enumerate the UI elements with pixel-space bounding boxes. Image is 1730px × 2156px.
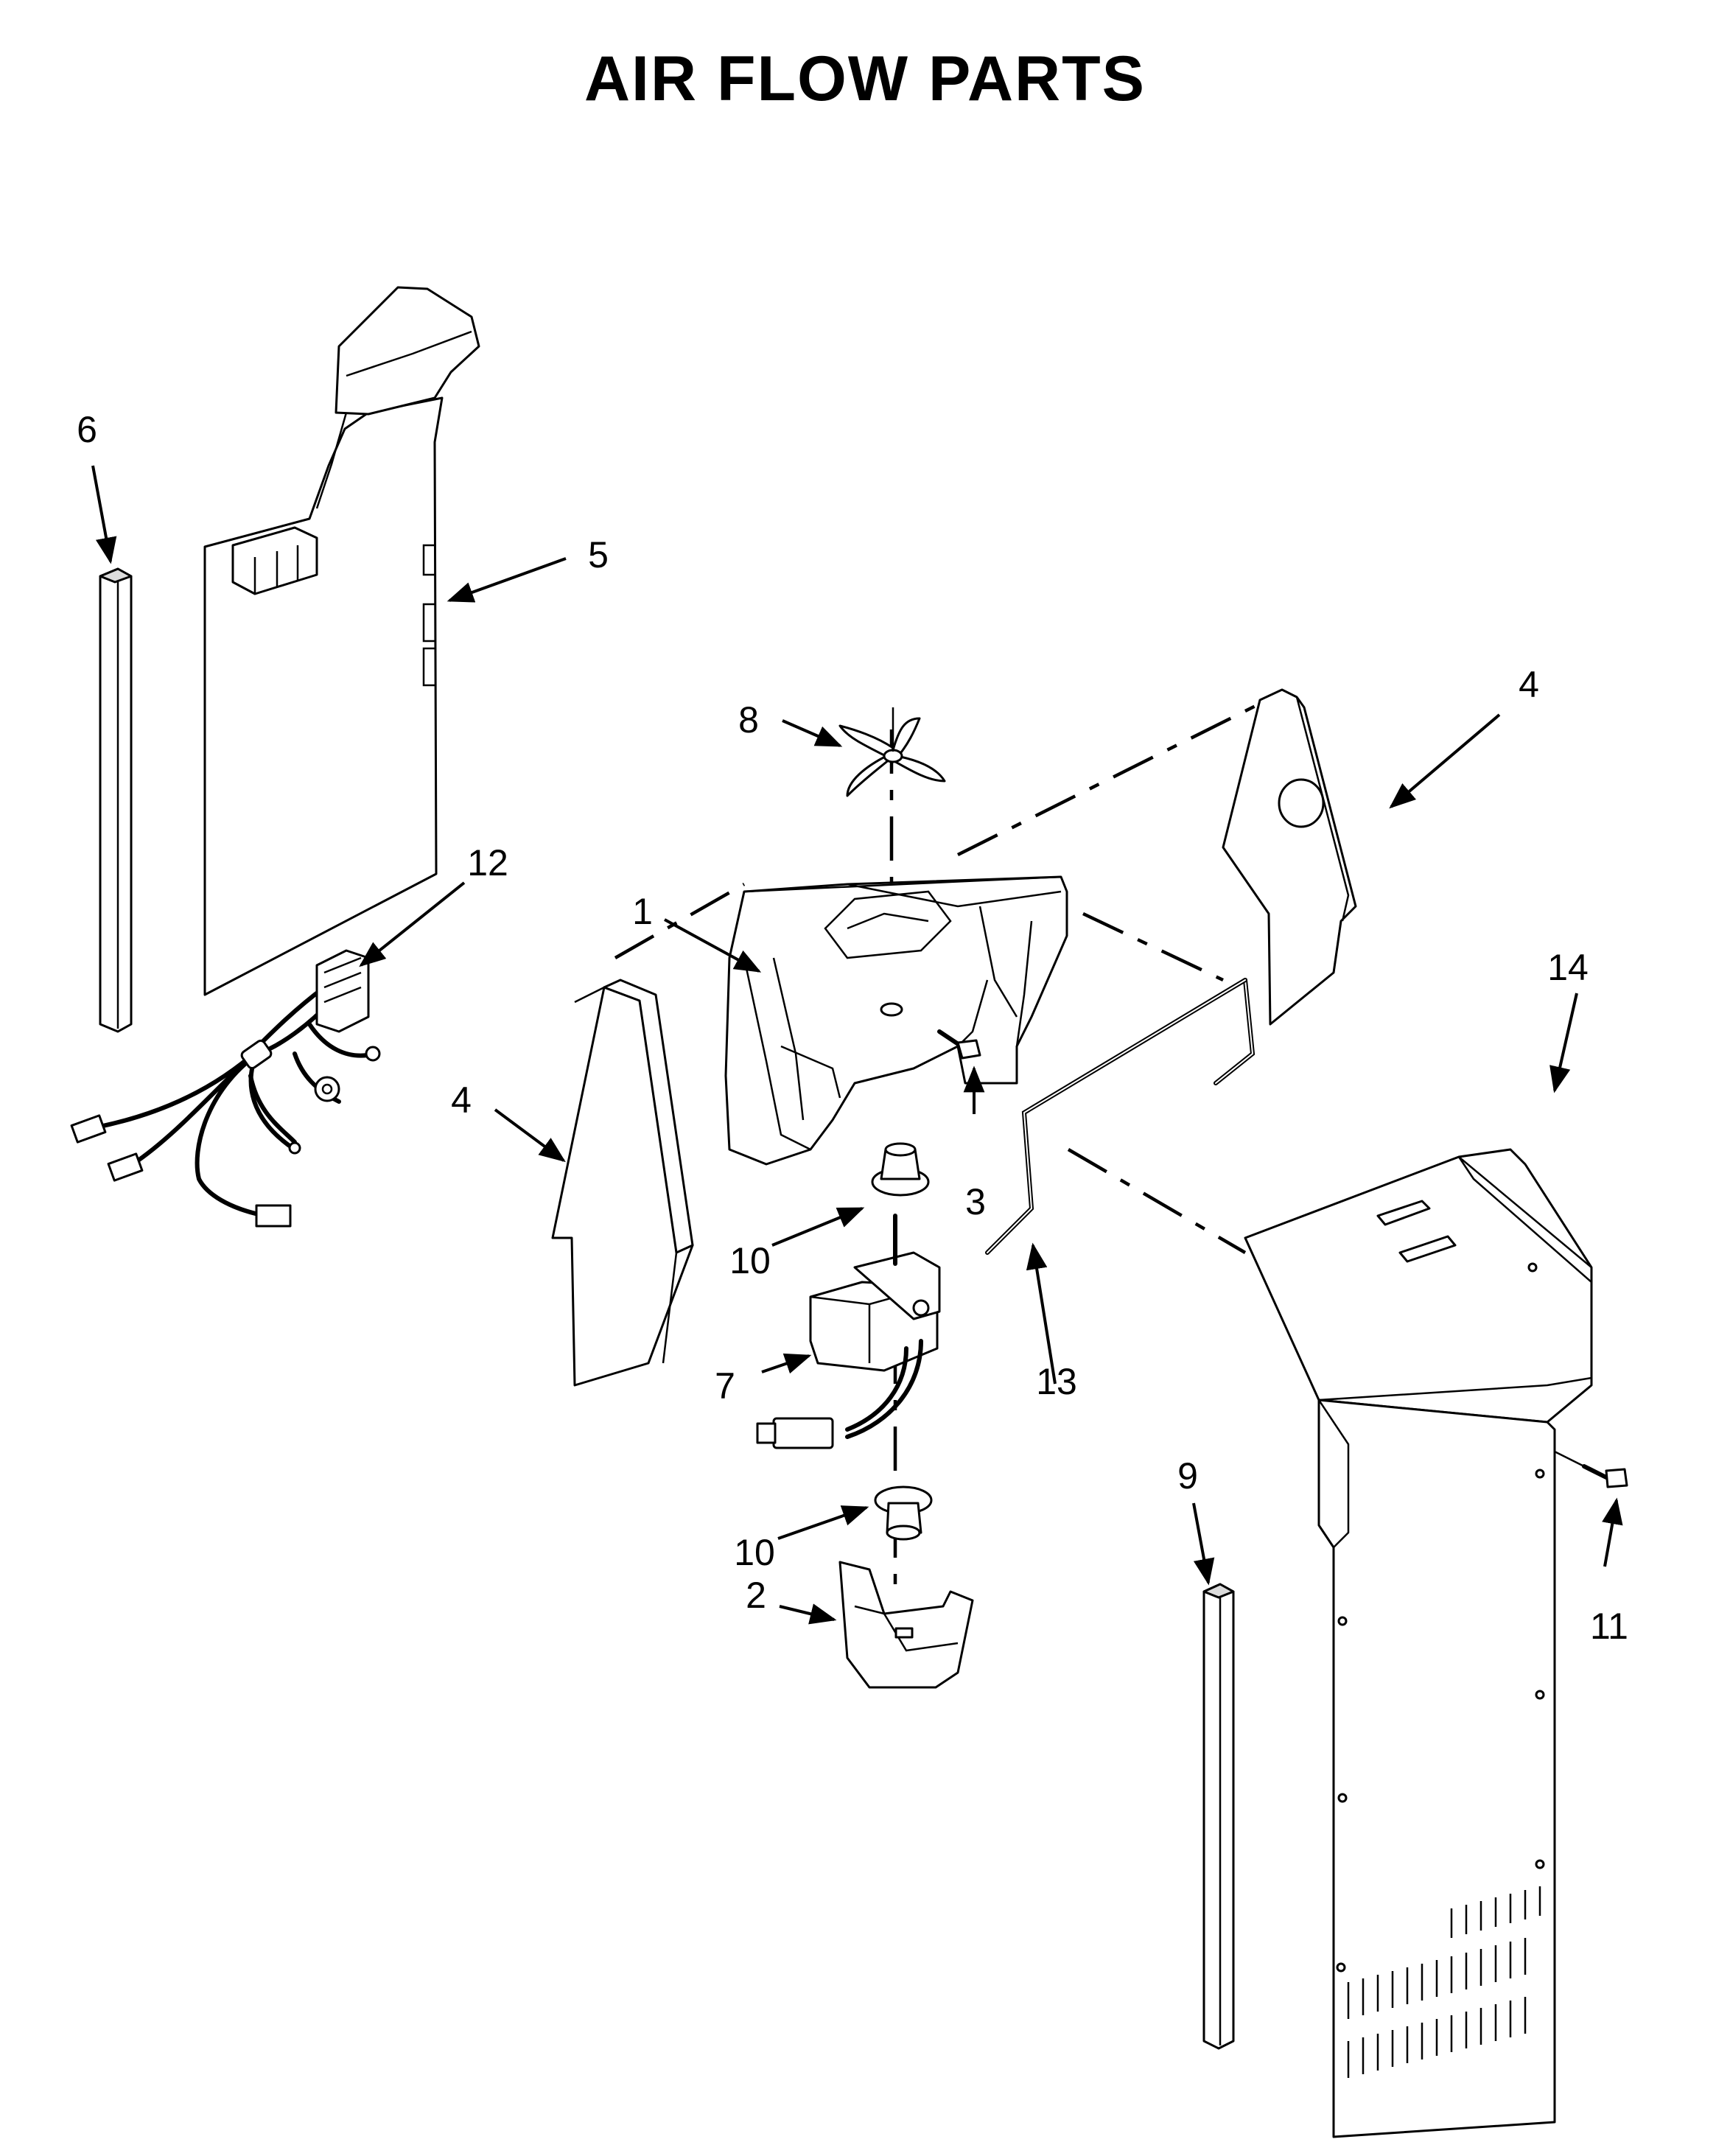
callout-10-lower: 10 — [734, 1532, 775, 1573]
callout-6: 6 — [77, 409, 97, 450]
part-6-gasket-strip — [99, 567, 133, 1033]
callout-8: 8 — [738, 699, 759, 741]
callout-10-upper: 10 — [729, 1240, 771, 1281]
part-7-fan-motor — [756, 1214, 941, 1449]
callout-1: 1 — [632, 891, 653, 932]
page-title: AIR FLOW PARTS — [584, 43, 1146, 114]
callout-7: 7 — [715, 1365, 735, 1407]
callout-3: 3 — [965, 1181, 986, 1222]
callout-4-right: 4 — [1519, 664, 1539, 705]
part-5-cover-panel — [203, 286, 480, 996]
callout-11: 11 — [1590, 1606, 1628, 1647]
callout-labels: 6 5 12 8 4 1 14 4 3 10 7 13 9 10 2 11 — [77, 409, 1628, 1647]
part-11-screw — [1554, 1450, 1628, 1488]
part-2-motor-bracket — [838, 1561, 974, 1689]
part-14-evaporator-cover — [1244, 1148, 1593, 2138]
assembly-lines — [614, 698, 1269, 1592]
part-4-baffle-right — [1222, 688, 1357, 1026]
callout-2: 2 — [746, 1575, 766, 1616]
callout-4-left: 4 — [451, 1079, 472, 1121]
part-13-wire-bracket — [985, 978, 1256, 1255]
part-4-baffle-left — [551, 979, 694, 1387]
callout-5: 5 — [588, 534, 609, 575]
part-8-fan-blade — [838, 707, 946, 797]
callout-9: 9 — [1177, 1455, 1198, 1497]
part-1-fan-housing — [724, 875, 1068, 1166]
part-9-gasket-strip — [1202, 1583, 1235, 2050]
callout-13: 13 — [1036, 1361, 1077, 1402]
part-10-grommet-upper — [871, 1142, 930, 1197]
leader-lines — [91, 465, 1623, 1625]
callout-12: 12 — [467, 842, 508, 883]
louver-vents — [1347, 1886, 1541, 2078]
part-3-screw — [937, 1029, 981, 1060]
part-12-wire-harness — [70, 949, 381, 1228]
callout-14: 14 — [1547, 947, 1589, 988]
part-10-grommet-lower — [874, 1485, 933, 1541]
